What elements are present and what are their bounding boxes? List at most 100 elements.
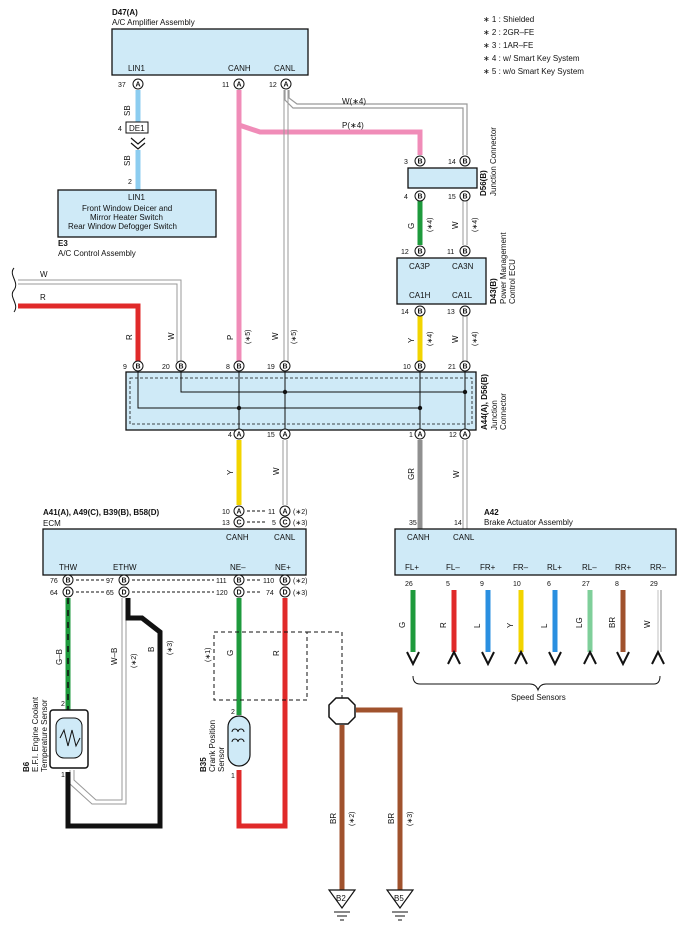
b6-code: B6 [22,761,31,772]
a44-pin: 21 [448,364,456,371]
ecm: A41(A), A49(C), B39(B), B58(D) ECM 10 A … [42,505,307,598]
e3-line2: Mirror Heater Switch [90,213,163,222]
d47-num-37: 37 [118,82,126,89]
a44-conn-letter: B [418,364,423,371]
sensor-pin-number: 9 [480,581,484,588]
b35-name1: Crank Position [208,720,217,772]
note-4: ∗ 4 : w/ Smart Key System [483,54,580,63]
b35-note1: (∗1) [205,648,212,662]
ecm-conn-letter: D [237,590,242,597]
ground-points: BR (∗2) BR (∗3) B2 B5 [327,697,415,921]
a44-pin: 12 [449,432,457,439]
ecm-nep: NE+ [275,563,291,572]
d43-conn [414,305,426,317]
ecm-pin: 10 [222,509,230,516]
ecm-name: ECM [43,519,61,528]
de1-box [125,121,149,134]
b6-name2: Temperature Sensor [40,699,49,772]
sensor-wire-color: LG [575,617,584,628]
d43-ca1l: CA1L [452,291,473,300]
b6-name1: E.F.I. Engine Coolant [31,696,40,772]
d43-ca3n: CA3N [452,262,474,271]
a44-pin: 9 [123,364,127,371]
ecm-code: A41(A), A49(C), B39(B), B58(D) [43,508,160,517]
wire-gr-label: GR [407,468,416,480]
a44-code: A44(A), D56(B) [480,374,489,430]
b6-wire-gb: G–B [55,649,64,665]
b6-note3: (∗3) [167,641,174,655]
ecm-conn-letter: D [66,590,71,597]
ground-symbol-icon [392,911,408,921]
ecm-conn-letter: D [122,590,127,597]
sensor-pin-label: RL+ [547,563,562,572]
b35-pin-top: 2 [231,709,235,716]
a44-pin: 8 [226,364,230,371]
a44-name2: Connector [499,393,508,430]
ecm-note: (∗2) [293,578,307,585]
d47-conn-a2 [233,78,245,90]
ground-b2-icon [327,889,357,910]
a44-pin: 19 [267,364,275,371]
e3-pin-label: LIN1 [128,193,145,202]
d56-pin-14: 14 [448,159,456,166]
a44-conn-letter: A [237,432,242,439]
e3-name: A/C Control Assembly [58,249,136,258]
e3-line1: Front Window Deicer and [82,204,172,213]
d47-pin-canl: CANL [274,64,296,73]
ecm-thw: THW [59,563,78,572]
coolant-temperature-sensor: 2 1 B6 E.F.I. Engine Coolant Temperature… [22,641,174,779]
a42-code: A42 [484,508,499,517]
a44-conn-letter: B [283,364,288,371]
wire-y-label: Y [226,469,235,475]
e3-box [57,189,217,238]
ecm-conn-letter: B [122,578,127,585]
ground-wire-br: BR [387,813,396,824]
d56-note: (∗4) [472,218,479,232]
d43-name2: Control ECU [508,259,517,304]
note-3: ∗ 3 : 1AR–FE [483,41,533,50]
b35-wire-g: G [226,650,235,656]
d43-wire-y: Y [407,337,416,343]
ecm-conn-letter: A [283,509,288,516]
d43-conn [459,305,471,317]
d43-conn-letter: B [418,309,423,316]
note-5: ∗ 5 : w/o Smart Key System [483,67,584,76]
a44-name1: Junction [490,400,499,430]
sensor-pin-number: 6 [547,581,551,588]
d43-conn-letter: B [463,249,468,256]
d47-conn-letter: A [136,82,141,89]
a44-pin: 1 [409,432,413,439]
d56-pin-15: 15 [448,194,456,201]
d47-conn-letter: A [284,82,289,89]
power-management-ecu: 12 11 B B CA3P CA3N CA1H CA1L B B 14 13 … [396,232,517,346]
arrow-down-icon [406,651,420,667]
a44-junction-connector: 9 B 20 B 8 B 19 B 10 B 21 B 4 A 15 [123,360,508,440]
ecm-conn-letter: B [237,578,242,585]
e3-pin-num: 2 [128,179,132,186]
ecm-conn-letter: C [237,520,242,527]
sensor-pin-number: 26 [405,581,413,588]
ecm-pin: 74 [266,590,274,597]
a44-conn-letter: B [237,364,242,371]
sensor-wire-color: G [398,622,407,628]
b6-note2: (∗2) [131,654,138,668]
a42-name: Brake Actuator Assembly [484,518,573,527]
a44-conn-letter: B [463,364,468,371]
speed-sensors-label: Speed Sensors [511,693,566,702]
ecm-pin: 111 [216,578,227,585]
ground-b5-label: B5 [394,894,404,903]
b35-pin-bot: 1 [231,773,235,780]
shield-ground-icon [328,697,356,725]
arrow-up-icon [583,649,597,665]
a44-conn-letter: A [418,432,423,439]
left-wire-r: R [40,293,46,302]
a42-box [394,528,677,576]
d56-code: D56(B) [479,170,488,196]
a44-conn-letter: B [179,364,184,371]
ecm-note: (∗3) [293,520,307,527]
a44-pin: 10 [403,364,411,371]
note-2: ∗ 2 : 2GR–FE [483,28,534,37]
d56-junction-connector: 3 14 B B B B 4 15 D56(B) Junction Connec… [404,127,498,232]
d47-code: D47(A) [112,8,138,17]
ecm-note: (∗3) [293,590,307,597]
